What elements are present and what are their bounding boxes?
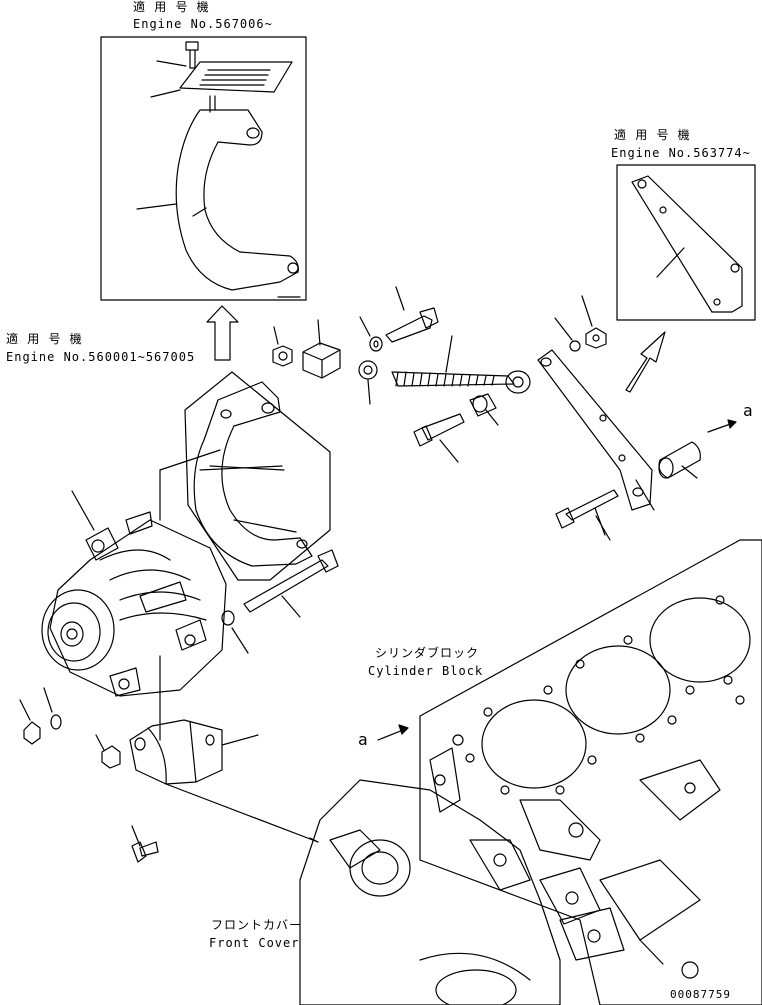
nut-2 — [586, 328, 606, 348]
drawing-number: 00087759 — [670, 988, 731, 1001]
top-label-en: Engine No.567006~ — [133, 17, 273, 31]
inset-top-plate — [180, 62, 292, 92]
left-label-jp: 適 用 号 機 — [6, 332, 83, 346]
inset-top-bolt — [186, 42, 198, 68]
top-label-jp: 適 用 号 機 — [133, 0, 210, 14]
arrow-a-right — [708, 420, 736, 432]
washer-2 — [570, 341, 580, 351]
adjust-rod — [392, 371, 530, 393]
front-cover-label-en: Front Cover — [209, 936, 300, 950]
inset-box-top — [101, 37, 306, 300]
nut-3 — [24, 722, 40, 744]
bolt-4 — [132, 842, 158, 862]
inset-right-bracket — [632, 176, 742, 312]
arrow-diag — [626, 332, 665, 392]
view-a-label-mid: a — [358, 730, 369, 749]
plate-bracket — [538, 350, 652, 510]
bolt-1 — [386, 308, 438, 342]
bolt-3 — [556, 490, 618, 528]
cylinder-block-label-en: Cylinder Block — [368, 664, 484, 678]
alternator — [42, 512, 226, 696]
collar-1 — [359, 361, 377, 379]
block-spacer — [303, 343, 340, 378]
front-cover — [300, 780, 624, 1005]
nut-4 — [102, 746, 120, 768]
mount-bracket — [130, 720, 222, 784]
arrow-a-mid — [378, 725, 408, 740]
cylinder-block-label-jp: シリンダブロック — [375, 646, 480, 660]
cylinder-block — [420, 540, 762, 1005]
washer-3 — [222, 611, 234, 625]
washer-4 — [51, 715, 61, 729]
left-label-en: Engine No.560001~567005 — [6, 350, 196, 364]
inset-box-right — [617, 165, 755, 320]
front-cover-label-jp: フロントカバー — [211, 918, 303, 932]
collar-2 — [470, 394, 496, 416]
view-a-label-right: a — [743, 401, 754, 420]
bolt-2 — [414, 414, 464, 446]
nut-1 — [273, 346, 292, 366]
arrow-up — [207, 306, 238, 360]
washer-1 — [370, 337, 382, 351]
right-label-en: Engine No.563774~ — [611, 146, 751, 160]
long-bolt — [244, 550, 338, 612]
inset-top-bracket — [176, 96, 298, 290]
main-bracket — [185, 372, 330, 580]
sleeve-right — [659, 442, 700, 478]
right-label-jp: 適 用 号 機 — [614, 128, 691, 142]
